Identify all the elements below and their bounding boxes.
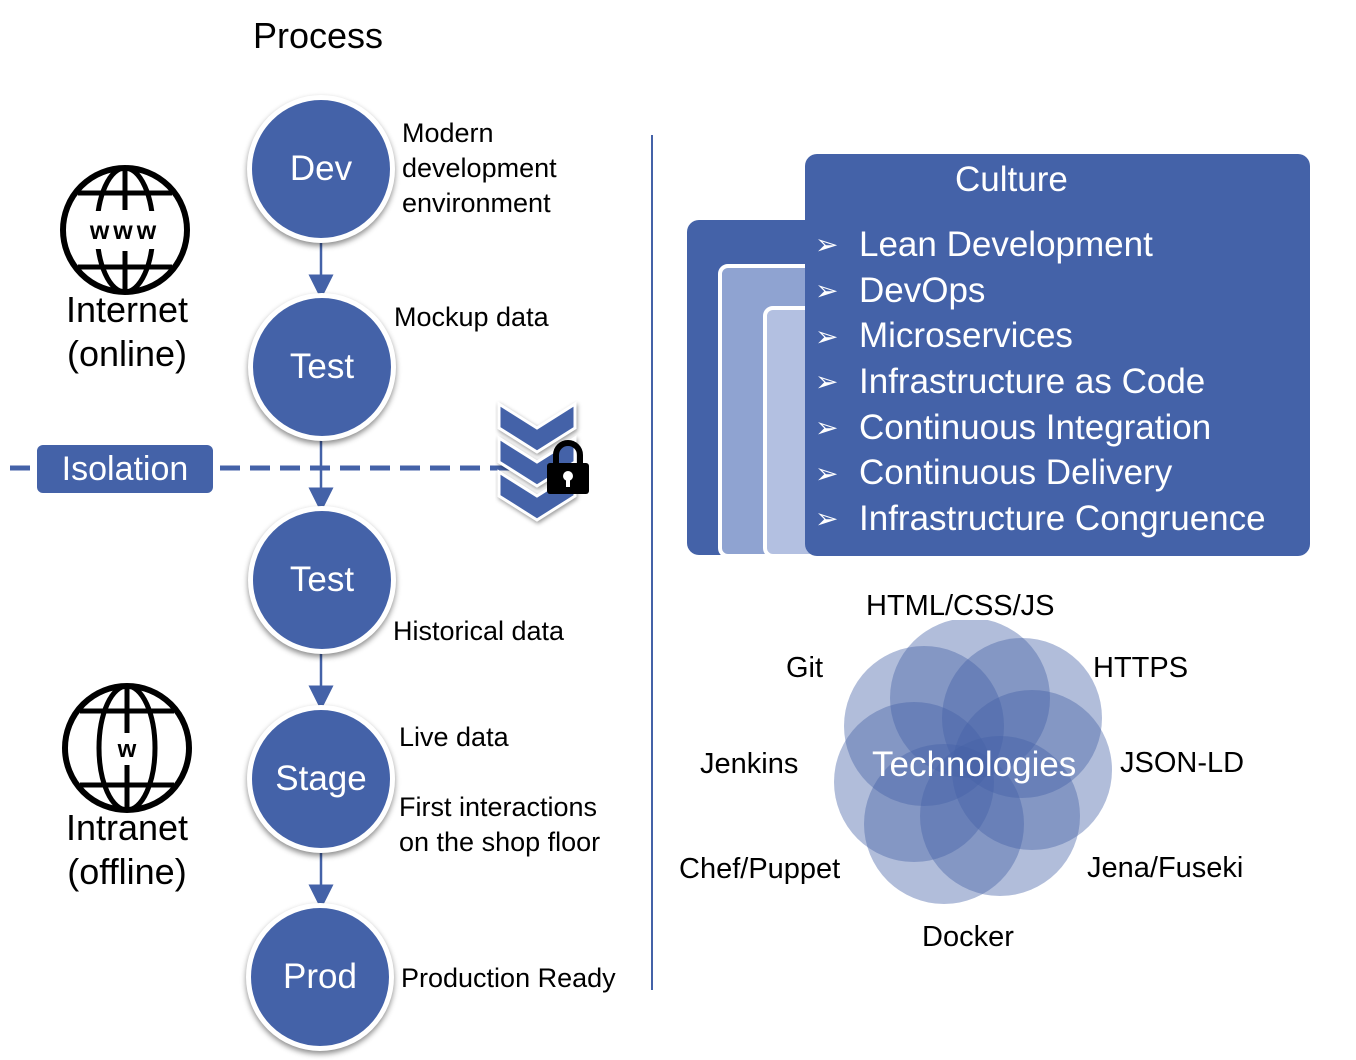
culture-panel: Culture ➢Lean Development ➢DevOps ➢Micro… — [805, 154, 1310, 556]
globe-icon: w — [62, 683, 192, 813]
arrow-icon: ➢ — [815, 503, 839, 535]
svg-text:www: www — [89, 217, 160, 245]
petal — [844, 646, 1004, 806]
arrow-icon: ➢ — [815, 320, 839, 352]
petal — [864, 744, 1024, 904]
note-stage-1: Live data — [399, 722, 509, 752]
arrow-icon: ➢ — [815, 412, 839, 444]
isolation-label: Isolation — [37, 445, 213, 493]
arrow-icon: ➢ — [815, 457, 839, 489]
technologies-center: Technologies — [872, 745, 1077, 784]
intranet-label: Intranet (offline) — [65, 807, 189, 892]
tech-jenkins: Jenkins — [700, 748, 799, 780]
lock-icon — [547, 440, 589, 494]
list-item: ➢DevOps — [815, 270, 986, 310]
list-item: ➢Continuous Integration — [815, 407, 1212, 447]
list-item: ➢Infrastructure as Code — [815, 361, 1206, 401]
svg-text:w: w — [117, 736, 137, 763]
node-prod: Prod — [246, 903, 394, 1051]
node-dev: Dev — [247, 95, 395, 243]
petal — [920, 736, 1080, 896]
tech-html: HTML/CSS/JS — [866, 590, 1055, 622]
culture-list: ➢Lean Development ➢DevOps ➢Microservices… — [815, 222, 1266, 542]
note-test-1: Mockup data — [394, 302, 549, 332]
tech-chef: Chef/Puppet — [679, 853, 841, 885]
petal — [952, 690, 1112, 850]
process-title: Process — [253, 15, 384, 56]
list-item: ➢Microservices — [815, 316, 1073, 356]
tech-git: Git — [786, 652, 824, 684]
internet-label: Internet (online) — [65, 289, 189, 374]
culture-title: Culture — [955, 160, 1068, 199]
globe-icon: www — [60, 165, 190, 295]
node-stage: Stage — [247, 705, 395, 853]
node-test-2: Test — [248, 506, 396, 654]
tech-jsonld: JSON-LD — [1120, 747, 1245, 779]
list-item: ➢Infrastructure Congruence — [815, 498, 1266, 538]
arrow-icon: ➢ — [815, 229, 839, 261]
petal — [942, 638, 1102, 798]
note-dev: Modern development environment — [402, 118, 557, 218]
petal — [890, 620, 1050, 778]
tech-jena: Jena/Fuseki — [1087, 852, 1244, 884]
list-item: ➢Lean Development — [815, 224, 1153, 264]
tech-docker: Docker — [922, 921, 1014, 953]
tech-https: HTTPS — [1093, 652, 1189, 684]
list-item: ➢Continuous Delivery — [815, 453, 1173, 493]
note-prod: Production Ready — [401, 963, 616, 993]
node-test-1: Test — [248, 293, 396, 441]
arrow-icon: ➢ — [815, 366, 839, 398]
technologies-flower — [834, 620, 1112, 904]
note-stage-2: First interactions on the shop floor — [399, 792, 601, 857]
petal — [834, 702, 994, 862]
arrow-icon: ➢ — [815, 275, 839, 307]
note-test-2: Historical data — [393, 616, 565, 646]
